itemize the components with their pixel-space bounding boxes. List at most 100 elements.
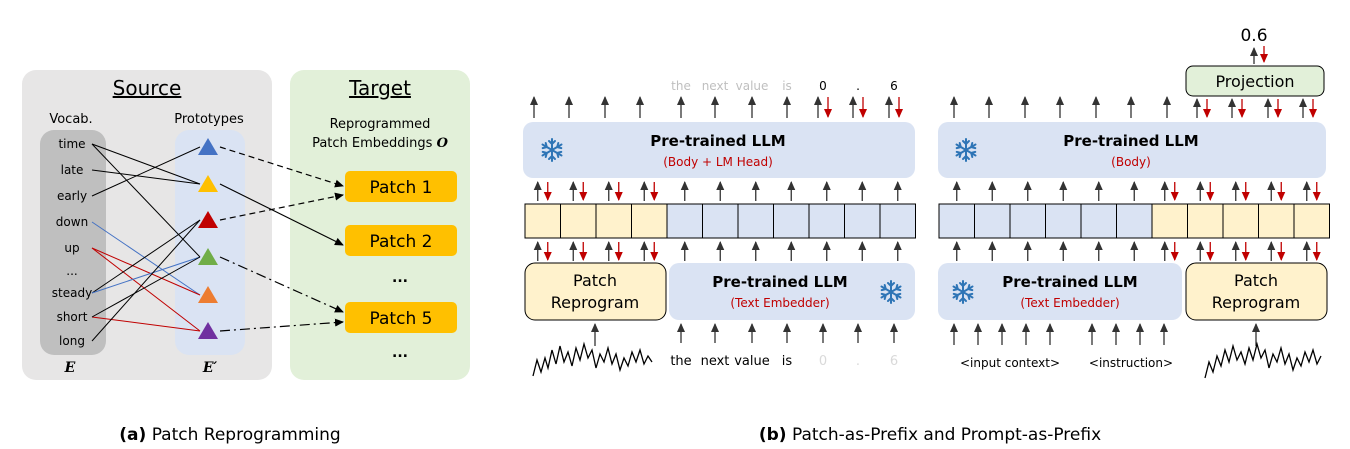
input-token: the bbox=[670, 354, 691, 369]
vocab-prototype-links bbox=[91, 143, 201, 342]
vocab-word: up bbox=[64, 241, 79, 255]
vocab-word: steady bbox=[52, 286, 92, 300]
instruction-label: <instruction> bbox=[1089, 356, 1173, 370]
left-input-arrows bbox=[591, 323, 898, 346]
vocab-word: late bbox=[61, 163, 84, 177]
patch-ellipsis: ... bbox=[392, 270, 408, 286]
vocab-link bbox=[91, 316, 201, 332]
output-token: 0 bbox=[819, 79, 827, 93]
text-token-cell bbox=[1045, 203, 1082, 239]
input-token: value bbox=[734, 354, 770, 369]
vocab-word: down bbox=[56, 215, 88, 229]
source-title: Source bbox=[113, 76, 182, 100]
text-token-cell bbox=[666, 203, 703, 239]
patch-token-cell bbox=[524, 203, 561, 239]
patch-label: Patch 2 bbox=[370, 232, 433, 252]
left-time-series-icon bbox=[532, 341, 653, 377]
patch-token-cell bbox=[1151, 203, 1188, 239]
caption-b: (b) Patch-as-Prefix and Prompt-as-Prefix bbox=[759, 425, 1101, 445]
input-token: . bbox=[856, 354, 860, 369]
right-patch-reprogram-line2: Reprogram bbox=[1212, 293, 1301, 312]
left-patch-reprogram-line1: Patch bbox=[573, 271, 617, 290]
caption-b-bold: (b) bbox=[759, 425, 787, 445]
patch-token-cell bbox=[1258, 203, 1295, 239]
prototype-target-arrow bbox=[219, 256, 344, 313]
text-token-cell bbox=[844, 203, 881, 239]
vocab-word: early bbox=[57, 189, 87, 203]
panel-b-right: 0.6 Projection Pre-trained LLM (Body) Pr… bbox=[938, 26, 1330, 379]
patch-token-cell bbox=[631, 203, 668, 239]
vocab-column bbox=[40, 130, 106, 355]
prototype-target-arrow bbox=[219, 318, 344, 332]
text-token-cell bbox=[808, 203, 845, 239]
prototype-target-arrow bbox=[219, 146, 344, 188]
output-token: is bbox=[782, 79, 792, 93]
patch-box bbox=[345, 171, 457, 202]
patch-token-cell bbox=[1187, 203, 1224, 239]
left-mid-arrows-bottom bbox=[533, 241, 902, 261]
e-prime-label: E′ bbox=[202, 360, 218, 376]
e-label: E bbox=[64, 360, 76, 376]
target-desc-text: Patch Embeddings bbox=[312, 136, 433, 151]
right-embedder-sub: (Text Embedder) bbox=[1020, 296, 1119, 310]
right-patch-reprogram-box bbox=[1185, 262, 1328, 321]
vocab-word: short bbox=[57, 310, 88, 324]
vocab-word: ... bbox=[66, 264, 77, 278]
output-token: 6 bbox=[890, 79, 898, 93]
patch-label: Patch 1 bbox=[370, 178, 433, 198]
patch-box bbox=[345, 225, 457, 256]
text-token-cell bbox=[702, 203, 739, 239]
left-patch-reprogram-box bbox=[524, 262, 667, 321]
patch-list: Patch 1 Patch 2... Patch 5... bbox=[345, 171, 457, 361]
prototype-target-arrow bbox=[219, 192, 344, 221]
input-token: 6 bbox=[890, 354, 898, 369]
output-token: next bbox=[702, 79, 729, 93]
patch-token-cell bbox=[1222, 203, 1259, 239]
text-token-cell bbox=[773, 203, 810, 239]
prototype-triangle-icon bbox=[198, 211, 218, 228]
patch-ellipsis: ... bbox=[392, 345, 408, 361]
vocab-link bbox=[91, 143, 201, 258]
vocab-link bbox=[91, 256, 201, 294]
left-embedder-title: Pre-trained LLM bbox=[712, 273, 847, 291]
vocab-link bbox=[91, 219, 201, 294]
left-patch-reprogram-line2: Reprogram bbox=[551, 293, 640, 312]
panel-a: Source Vocab. Prototypes time late early do… bbox=[22, 70, 470, 445]
vocab-link bbox=[91, 247, 201, 332]
text-token-cell bbox=[974, 203, 1011, 239]
prototype-triangle-icon bbox=[198, 286, 218, 303]
text-token-cell bbox=[1080, 203, 1117, 239]
left-embedder-sub: (Text Embedder) bbox=[730, 296, 829, 310]
o-label: O bbox=[437, 136, 449, 151]
text-token-cell bbox=[938, 203, 975, 239]
right-mid-arrows-bottom bbox=[952, 241, 1321, 261]
prototype-triangle-icon bbox=[198, 138, 218, 155]
patch-token-cell bbox=[560, 203, 597, 239]
vocab-link bbox=[91, 221, 201, 296]
vocab-word: time bbox=[58, 137, 85, 151]
right-token-sequence bbox=[938, 203, 1330, 239]
prototype-triangle-icon bbox=[198, 175, 218, 192]
right-projection-arrows bbox=[950, 96, 1317, 118]
vocab-link bbox=[91, 247, 201, 296]
text-token-cell bbox=[737, 203, 774, 239]
vocab-link bbox=[91, 219, 201, 342]
patch-token-cell bbox=[595, 203, 632, 239]
left-output-arrows bbox=[530, 96, 903, 118]
output-token: . bbox=[856, 79, 860, 93]
prototypes-label: Prototypes bbox=[174, 112, 244, 127]
target-desc-line2: Patch Embeddings O bbox=[312, 136, 449, 151]
left-embedder-box bbox=[669, 263, 915, 320]
vocab-link bbox=[91, 256, 201, 318]
vocab-word: long bbox=[59, 334, 85, 348]
vocab-link bbox=[91, 169, 201, 185]
vocab-label: Vocab. bbox=[49, 112, 92, 127]
right-llm-sub: (Body) bbox=[1111, 155, 1151, 169]
left-llm-title: Pre-trained LLM bbox=[650, 132, 785, 150]
vocab-words: time late early down up... steady short long bbox=[52, 137, 92, 348]
prototype-column bbox=[175, 130, 245, 355]
output-value: 0.6 bbox=[1240, 26, 1267, 46]
patch-label: Patch 5 bbox=[370, 309, 433, 329]
right-embedder-title: Pre-trained LLM bbox=[1002, 273, 1137, 291]
